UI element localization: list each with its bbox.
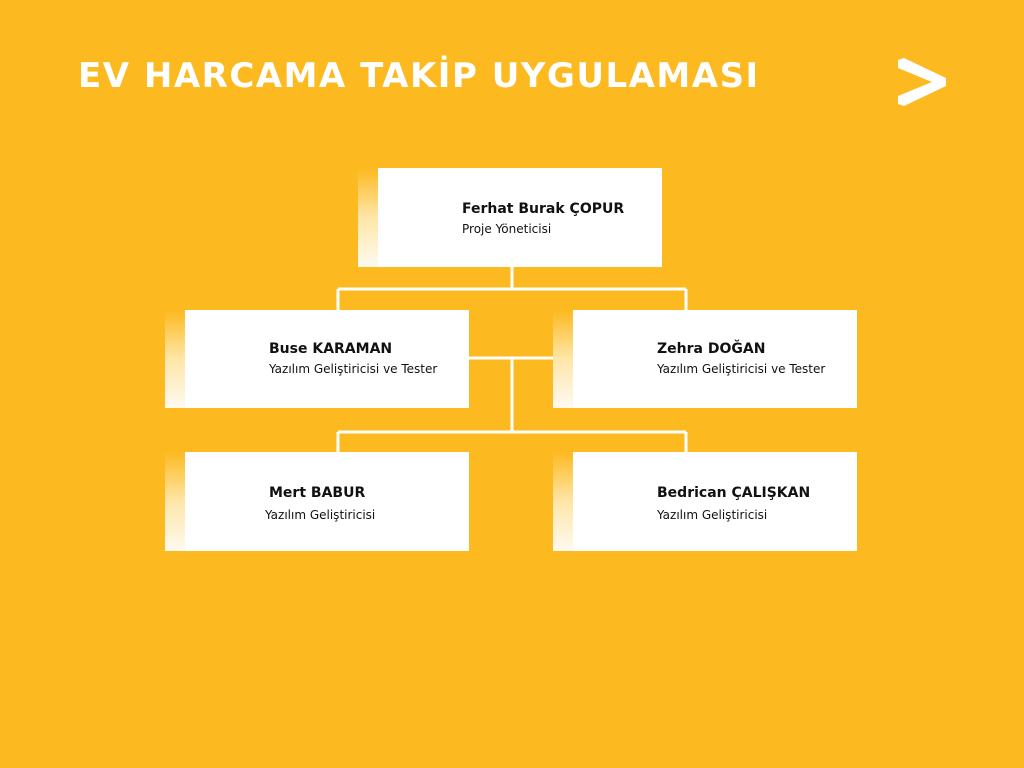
chevron-logo-icon [898, 58, 946, 106]
org-card-member: Mert BABUR Yazılım Geliştiricisi [165, 452, 469, 551]
card-accent [165, 310, 185, 408]
org-card-member: Zehra DOĞAN Yazılım Geliştiricisi ve Tes… [553, 310, 857, 408]
person-role: Yazılım Geliştiricisi ve Tester [657, 362, 826, 376]
card-accent [553, 452, 573, 551]
org-card-member: Bedrican ÇALIŞKAN Yazılım Geliştiricisi [553, 452, 857, 551]
org-card-member: Buse KARAMAN Yazılım Geliştiricisi ve Te… [165, 310, 469, 408]
person-role: Yazılım Geliştiricisi [265, 508, 376, 522]
person-name: Ferhat Burak ÇOPUR [462, 201, 625, 217]
person-name: Mert BABUR [269, 485, 366, 501]
org-card-leader: Ferhat Burak ÇOPUR Proje Yöneticisi [358, 168, 662, 267]
person-role: Proje Yöneticisi [462, 222, 552, 236]
card-accent [165, 452, 185, 551]
card-accent [553, 310, 573, 408]
person-name: Buse KARAMAN [269, 341, 393, 357]
person-name: Zehra DOĞAN [657, 341, 766, 357]
card-accent [358, 168, 378, 267]
slide-title: EV HARCAMA TAKİP UYGULAMASI [78, 56, 760, 96]
person-name: Bedrican ÇALIŞKAN [657, 485, 811, 501]
person-role: Yazılım Geliştiricisi ve Tester [269, 362, 438, 376]
person-role: Yazılım Geliştiricisi [657, 508, 768, 522]
